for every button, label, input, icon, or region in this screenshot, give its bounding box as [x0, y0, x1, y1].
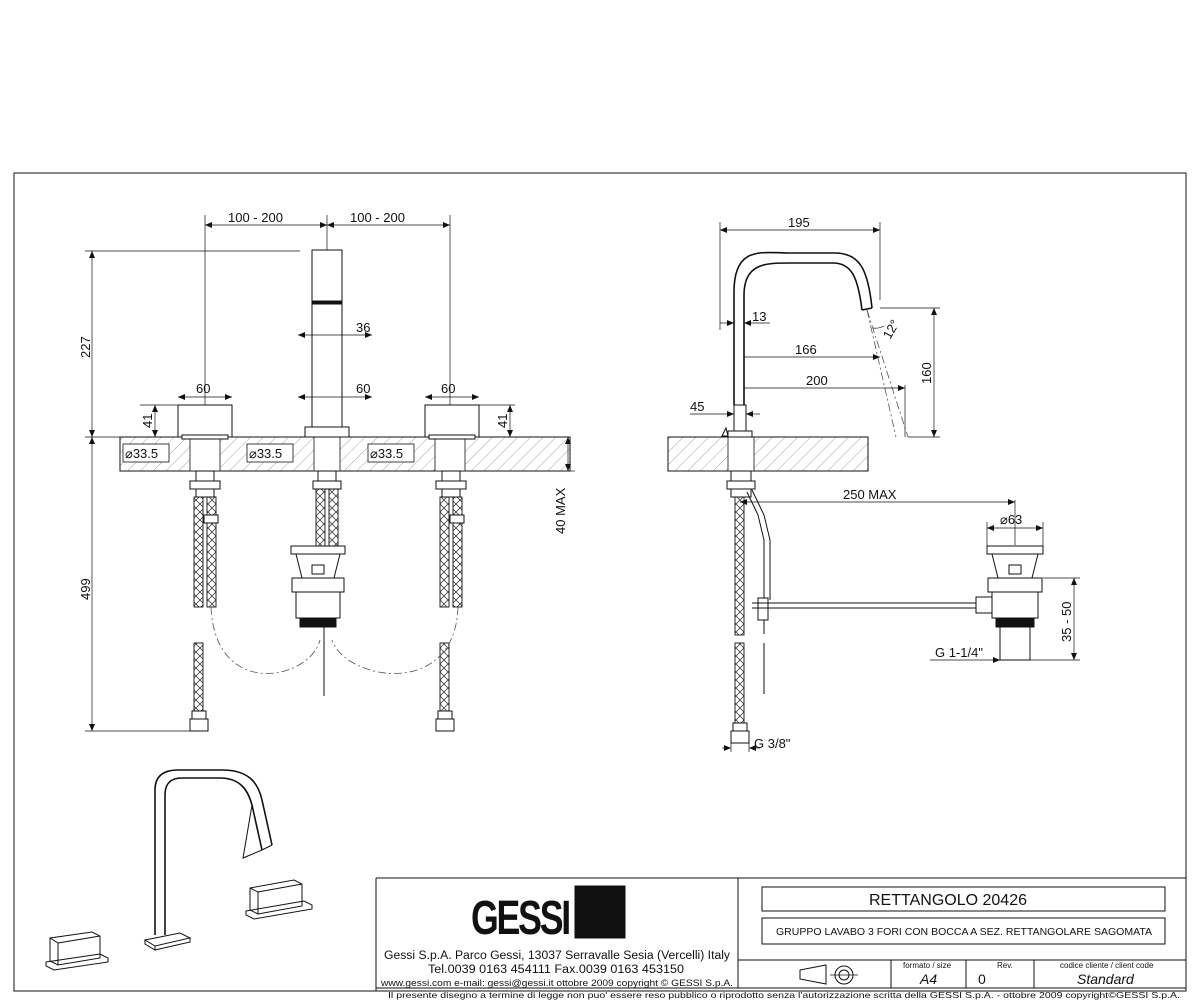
brand-logo: GESSI	[471, 892, 569, 945]
perspective-view	[45, 769, 313, 971]
dim-hole-left: ⌀33.5	[125, 446, 158, 461]
front-view: ⌀33.5 ⌀33.5 ⌀33.5	[78, 210, 575, 732]
dim-spout-width: 60	[356, 381, 370, 396]
dim-supply-thread: G 3/8"	[754, 736, 791, 751]
client-value: Standard	[1077, 971, 1135, 987]
dim-handle-height-right: 41	[495, 414, 510, 428]
dim-hole-right: ⌀33.5	[370, 446, 403, 461]
dim-spout-reach: 195	[788, 215, 810, 230]
product-name: RETTANGOLO 20426	[869, 892, 1027, 909]
company-web: www.gessi.com e-mail: gessi@gessi.it ott…	[380, 978, 733, 988]
handle-right	[424, 404, 480, 438]
dim-spacing-left: 100 - 200	[228, 210, 283, 225]
title-block: GESSI Gessi S.p.A. Parco Gessi, 13037 Se…	[375, 877, 1186, 1000]
format-label: formato / size	[903, 961, 952, 970]
dim-drain-diameter: ⌀63	[1000, 512, 1022, 527]
legal-notice: Il presente disegno a termine di legge n…	[388, 990, 1180, 1000]
deck-side	[667, 436, 869, 472]
product-description: GRUPPO LAVABO 3 FORI CON BOCCA A SEZ. RE…	[776, 926, 1152, 938]
format-value: A4	[919, 971, 937, 987]
drawing-frame	[13, 172, 1187, 992]
dim-base-45: 45	[690, 399, 704, 414]
dim-drain-reach: 250 MAX	[843, 487, 897, 502]
company-phone: Tel.0039 0163 454111 Fax.0039 0163 45315…	[428, 964, 684, 976]
hose-center	[315, 488, 326, 548]
dim-deck-thickness: 40 MAX	[553, 487, 568, 534]
hose-right	[439, 496, 450, 608]
dim-jet-166: 166	[795, 342, 817, 357]
dim-jet-angle: 12°	[880, 317, 903, 342]
deck-front	[119, 436, 571, 472]
dim-hole-center: ⌀33.5	[249, 446, 282, 461]
dim-drain-thread: G 1-1/4"	[935, 645, 983, 660]
projection-symbol	[799, 964, 858, 985]
handle-left	[177, 404, 233, 438]
dim-drain-range: 35 - 50	[1059, 602, 1074, 642]
dim-handle-width-left: 60	[196, 381, 210, 396]
dim-jet-200: 200	[806, 373, 828, 388]
hose-side	[734, 496, 745, 636]
brand-logo-square	[574, 885, 626, 939]
hose-left	[193, 496, 204, 608]
drain-side	[986, 545, 1044, 661]
company-address: Gessi S.p.A. Parco Gessi, 13037 Serraval…	[384, 950, 730, 962]
dim-handle-width-right: 60	[441, 381, 455, 396]
drain-front	[290, 545, 346, 696]
dim-spout-depth: 36	[356, 320, 370, 335]
dim-spout-wall: 13	[752, 309, 766, 324]
dim-height-total: 227	[78, 336, 93, 358]
rev-label: Rev.	[997, 961, 1013, 970]
rev-value: 0	[978, 971, 986, 987]
client-label: codice cliente / client code	[1060, 961, 1154, 970]
dim-jet-height: 160	[919, 362, 934, 384]
dim-hose-length: 499	[78, 578, 93, 600]
spout-side	[733, 251, 873, 405]
dim-spacing-right: 100 - 200	[350, 210, 405, 225]
side-view: 195 13 166 200 12° 160 45 250 MAX ⌀63	[667, 215, 1080, 752]
dim-handle-height-left: 41	[140, 414, 155, 428]
spout-front	[311, 249, 343, 436]
